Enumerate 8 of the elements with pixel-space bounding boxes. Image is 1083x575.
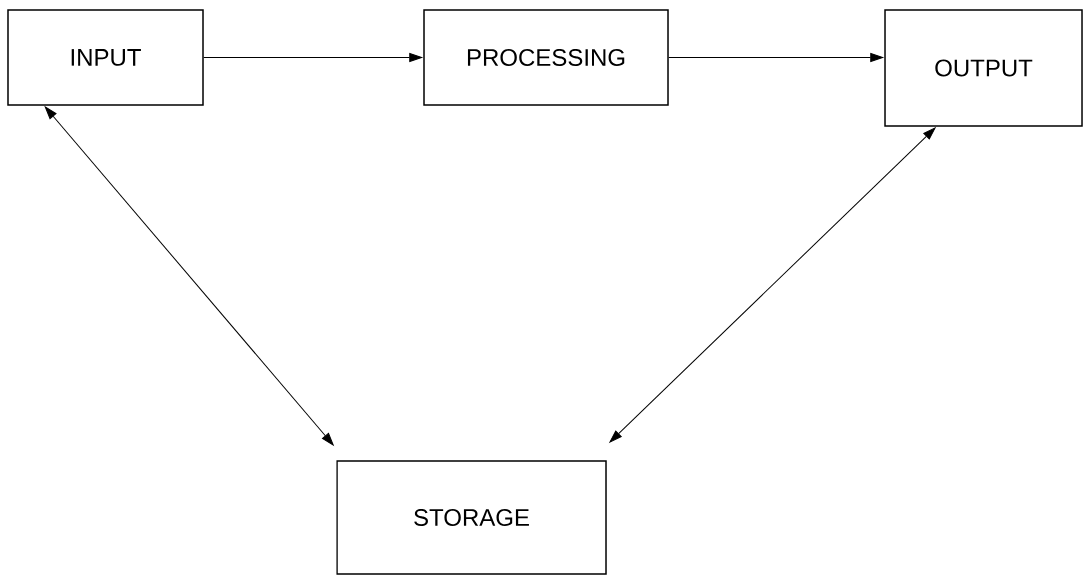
process-box: OUTPUT [884, 9, 1083, 127]
process-box: PROCESSING [423, 9, 669, 106]
arrow [44, 106, 334, 446]
arrow [203, 53, 423, 62]
arrow [668, 53, 884, 62]
process-box: INPUT [7, 9, 204, 106]
arrow [609, 127, 936, 443]
process-box: STORAGE [336, 460, 607, 575]
